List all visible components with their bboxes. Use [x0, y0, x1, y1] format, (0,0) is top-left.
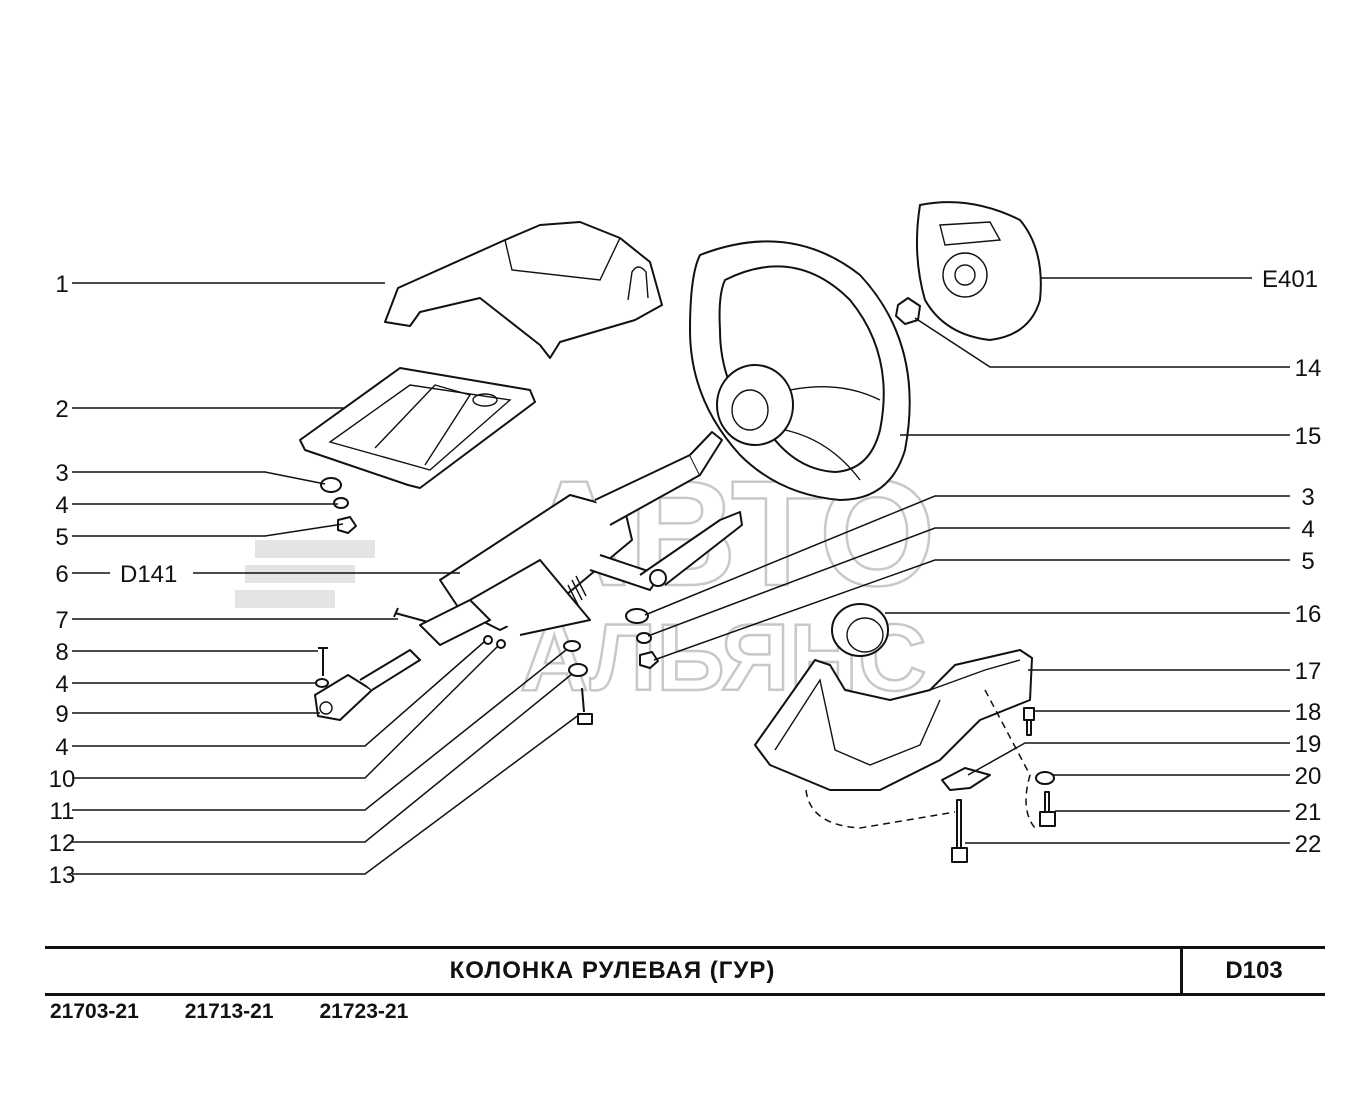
bolt-8 — [318, 647, 328, 676]
callout-left-8: 8 — [55, 639, 68, 666]
callout-left-13: 13 — [49, 862, 76, 889]
nut-5-right — [639, 651, 659, 669]
nut-5-left — [337, 516, 357, 534]
callout-left-7: 7 — [55, 607, 68, 634]
washer-3-left — [320, 477, 342, 493]
washers-and-nuts-left — [315, 477, 593, 725]
callout-left-2: 2 — [55, 396, 68, 423]
callouts-right: E401 14 15 3 4 5 16 17 18 19 20 21 22 — [1262, 266, 1321, 858]
callout-right-3: 3 — [1301, 484, 1314, 511]
universal-joint — [314, 649, 421, 721]
callout-right-21: 21 — [1295, 799, 1322, 826]
spring-washer-4-right — [636, 632, 652, 644]
callout-right-16: 16 — [1295, 601, 1322, 628]
callout-left-10: 10 — [49, 766, 76, 793]
screw-18 — [1023, 707, 1035, 736]
nut-10 — [496, 639, 506, 649]
callout-left-1: 1 — [55, 271, 68, 298]
callout-left-4: 4 — [55, 671, 68, 698]
callout-right-14: 14 — [1295, 355, 1322, 382]
bolt-13 — [577, 687, 593, 725]
title-text: КОЛОНКА РУЛЕВАЯ (ГУР) — [449, 957, 776, 984]
callout-left-5: 5 — [55, 524, 68, 551]
watermark-bar-2 — [245, 565, 355, 583]
callout-left-6: 6 — [55, 561, 68, 588]
callout-right-17: 17 — [1295, 658, 1322, 685]
dashed-assembly-paths — [805, 689, 1036, 829]
steering-column — [419, 431, 743, 646]
seal-ring — [831, 603, 889, 657]
callout-left-11: 11 — [50, 798, 75, 825]
lower-column-shroud — [754, 649, 1033, 791]
washer-11 — [563, 640, 581, 652]
steering-wheel — [689, 240, 911, 501]
washer-3-right — [625, 608, 649, 624]
exploded-parts-diagram: АВТО АЛЬЯНС — [49, 201, 1321, 889]
callout-right-15: 15 — [1295, 423, 1322, 450]
callout-left-4: 4 — [55, 734, 68, 761]
upper-column-shroud — [384, 221, 663, 359]
callout-right-E401: E401 — [1262, 266, 1318, 293]
callout-right-4: 4 — [1301, 516, 1314, 543]
callout-left-12: 12 — [49, 830, 76, 857]
spring-washer-4-left — [333, 497, 349, 509]
callout-right-5: 5 — [1301, 548, 1314, 575]
spring-washer-12 — [568, 663, 588, 677]
clip-19 — [941, 767, 991, 791]
model-code: 21723-21 — [319, 1000, 409, 1023]
watermark-bar-1 — [255, 540, 375, 558]
washers-and-nuts-right — [625, 608, 659, 669]
mounting-plate — [299, 367, 536, 489]
leader-lines — [72, 277, 1290, 875]
callout-right-19: 19 — [1295, 731, 1322, 758]
callout-left-9: 9 — [55, 701, 68, 728]
screw-21 — [1039, 791, 1056, 827]
title-block: КОЛОНКА РУЛЕВАЯ (ГУР) D103 — [45, 946, 1325, 996]
callout-right-20: 20 — [1295, 763, 1322, 790]
watermark-bar-3 — [235, 590, 335, 608]
model-code: 21703-21 — [50, 1000, 139, 1023]
washer-4-mid — [483, 635, 493, 645]
screws-and-clip — [941, 707, 1056, 863]
reference-d141: D141 — [120, 561, 177, 588]
callout-right-22: 22 — [1295, 831, 1322, 858]
callout-left-3: 3 — [55, 460, 68, 487]
screw-22 — [951, 799, 968, 863]
callout-left-4: 4 — [55, 492, 68, 519]
callout-right-18: 18 — [1295, 699, 1322, 726]
bolt-7 — [393, 607, 429, 623]
nut-14 — [895, 297, 921, 325]
model-codes: 21703-21 21713-21 21723-21 — [50, 1000, 408, 1028]
washer-20 — [1035, 771, 1055, 785]
title-divider — [1180, 949, 1183, 993]
sheet-code: D103 — [1225, 957, 1283, 984]
model-code: 21713-21 — [184, 1000, 274, 1023]
washer-4-lower — [315, 678, 329, 688]
